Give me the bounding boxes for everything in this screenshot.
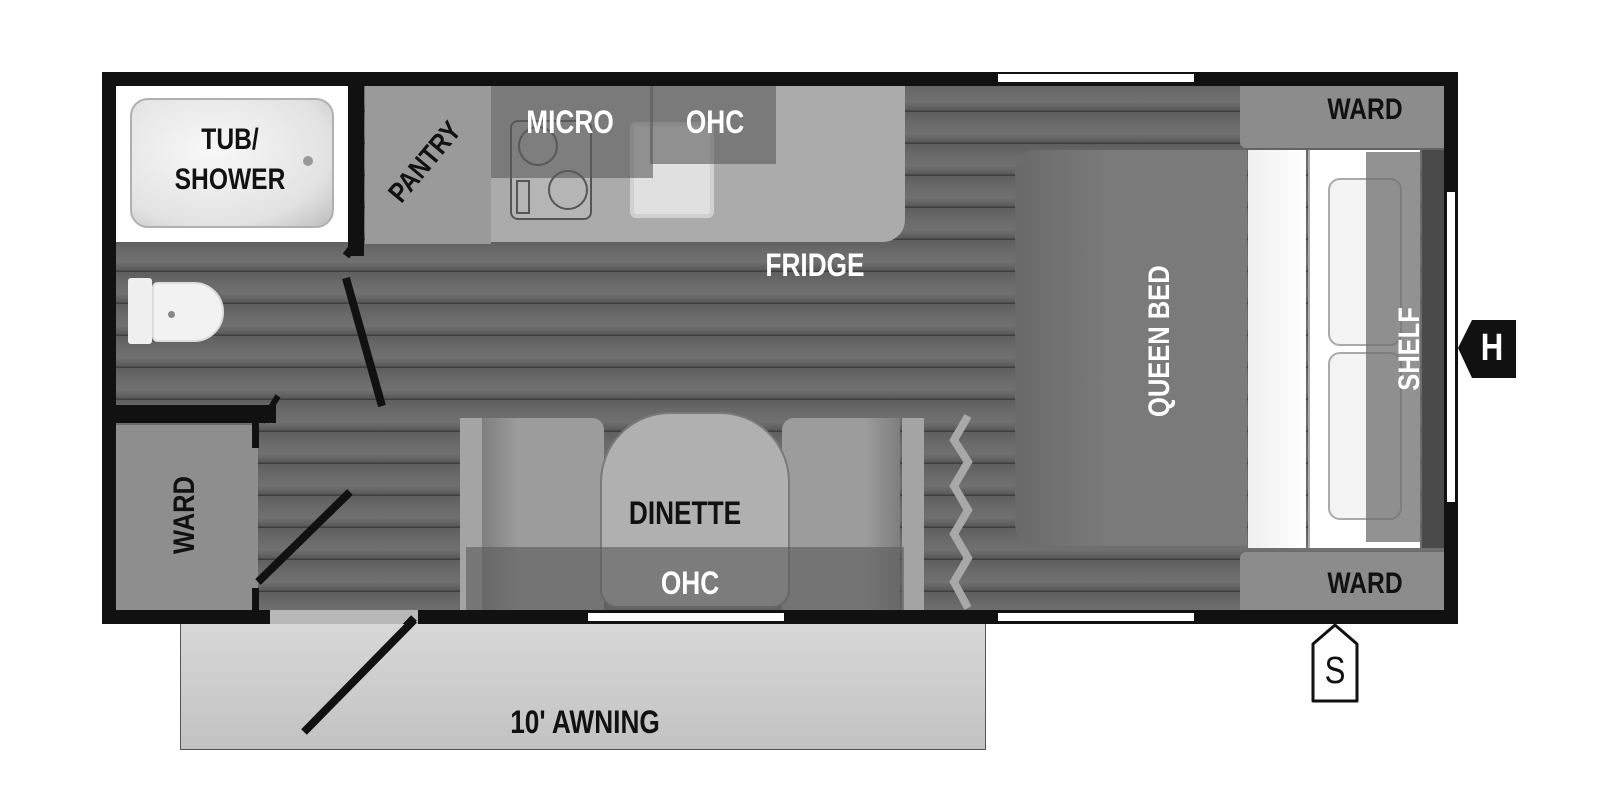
window-bottom-dinette — [588, 613, 784, 621]
hitch-marker-icon — [1458, 320, 1516, 378]
ohc-dinette-label: OHC — [660, 565, 720, 601]
headboard-area — [1248, 150, 1306, 548]
overhead-cabinet-dinette — [466, 547, 904, 610]
slide-label: S — [1324, 650, 1346, 692]
toilet-bowl — [152, 282, 224, 342]
hitch-label: H — [1480, 327, 1504, 369]
overhead-cabinet-kitchen — [650, 86, 776, 164]
pantry — [365, 86, 491, 244]
slide-marker-icon — [1311, 624, 1359, 703]
wardrobe-top — [1240, 86, 1444, 148]
window-top — [998, 74, 1194, 82]
tub-shower-label-1: TUB/ — [201, 123, 259, 156]
stove-knobs — [516, 180, 530, 214]
dinette-label: DINETTE — [628, 495, 742, 531]
entry-door-gap — [270, 610, 418, 624]
ward-top-label: WARD — [1327, 93, 1403, 126]
window-right — [1447, 192, 1455, 502]
wardrobe-bottom — [1240, 552, 1444, 610]
wall-ward-left-right — [252, 420, 259, 448]
wall-bath-divider — [348, 86, 364, 256]
dinette-bench-right — [902, 418, 924, 610]
right-wall-strip — [1422, 150, 1444, 548]
tub-shower — [130, 98, 334, 228]
fridge-label: FRIDGE — [765, 247, 865, 283]
wardrobe-left — [116, 425, 258, 610]
window-bottom-bed — [998, 613, 1194, 621]
ohc-kitchen-label: OHC — [685, 104, 745, 140]
wall-bath-bottom — [116, 405, 276, 423]
wall-ward-left-right-bottom — [252, 588, 259, 612]
ward-bottom-label: WARD — [1327, 567, 1403, 600]
queen-bed — [1015, 150, 1247, 546]
awning — [180, 624, 986, 750]
toilet-icon — [168, 311, 175, 318]
steps-icon — [949, 414, 973, 610]
toilet-tank — [128, 278, 152, 344]
tub-shower-label-2: SHOWER — [174, 163, 286, 196]
shelf — [1366, 152, 1422, 542]
microwave — [491, 86, 653, 178]
drain-icon — [303, 156, 313, 166]
micro-label: MICRO — [526, 104, 614, 140]
wall-left — [102, 72, 116, 624]
awning-label: 10' AWNING — [510, 704, 660, 740]
